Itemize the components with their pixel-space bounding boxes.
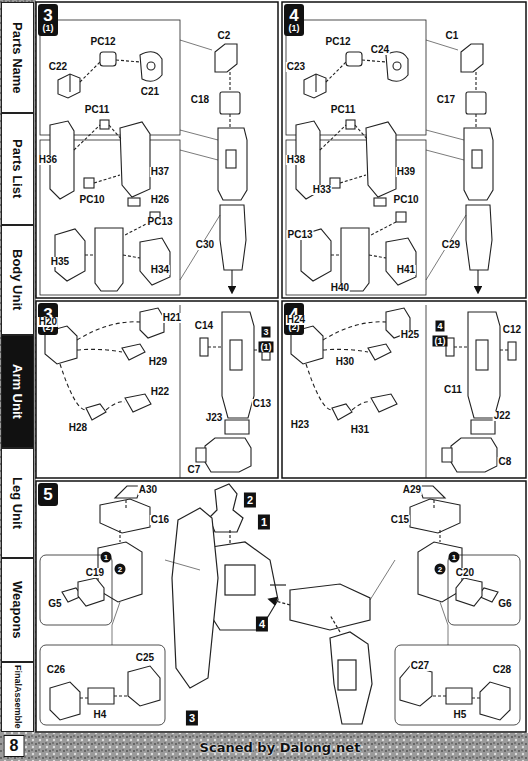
section-tab: FinalAssemble bbox=[1, 662, 34, 732]
step-number: 5 bbox=[43, 486, 52, 503]
callout-number: PC12 bbox=[89, 37, 116, 47]
tab-label: Arm Unit bbox=[10, 364, 25, 419]
callout-number: G6 bbox=[497, 599, 512, 609]
callout-number: PC10 bbox=[78, 195, 105, 205]
callout-number: C2 bbox=[217, 31, 232, 41]
callout-number: C17 bbox=[436, 95, 456, 105]
tab-label: Weapons bbox=[10, 581, 25, 639]
callout-number: H22 bbox=[150, 387, 170, 397]
section-tab: Parts Name bbox=[1, 2, 34, 113]
callout-number: PC11 bbox=[330, 105, 356, 115]
section-tab: Parts List bbox=[1, 113, 34, 225]
callout-number: C8 bbox=[498, 457, 513, 467]
subassembly-number: 2 bbox=[244, 493, 256, 508]
callout-number: C27 bbox=[410, 661, 430, 671]
callout-number: H40 bbox=[330, 283, 350, 293]
callout-number: H38 bbox=[286, 155, 306, 165]
step-number: 4 bbox=[289, 7, 298, 24]
callout-number: A30 bbox=[138, 485, 158, 495]
callout-number: C23 bbox=[286, 62, 306, 72]
step-sub: (1) bbox=[43, 24, 54, 33]
callout-number: C15 bbox=[390, 515, 410, 525]
callout-number: C12 bbox=[502, 325, 522, 335]
callout-number: H26 bbox=[150, 195, 170, 205]
step-badge: 4(1) bbox=[284, 4, 304, 36]
section-tab: Leg Unit bbox=[1, 448, 34, 558]
callout-number: G5 bbox=[47, 599, 62, 609]
callout-number: H37 bbox=[150, 167, 170, 177]
tab-label: Parts Name bbox=[10, 22, 25, 94]
tab-label: FinalAssemble bbox=[13, 665, 23, 729]
callout-number: PC11 bbox=[84, 105, 110, 115]
callout-number: C7 bbox=[187, 465, 202, 475]
section-tab: Body Unit bbox=[1, 225, 34, 335]
callout-number: H21 bbox=[162, 313, 182, 323]
callout-number: J23 bbox=[205, 413, 224, 423]
callout-number: C14 bbox=[194, 321, 214, 331]
callout-number: H4 bbox=[93, 710, 108, 720]
order-number: 2 bbox=[435, 564, 446, 575]
order-number: 2 bbox=[115, 564, 126, 575]
callout-number: H34 bbox=[150, 265, 170, 275]
callout-number: H36 bbox=[38, 155, 58, 165]
tab-label: Body Unit bbox=[10, 249, 25, 310]
callout-number: H33 bbox=[312, 185, 332, 195]
callout-number: H41 bbox=[396, 265, 416, 275]
callout-number: C13 bbox=[252, 399, 272, 409]
callout-number: H30 bbox=[335, 357, 355, 367]
watermark: Scaned by Dalong.net bbox=[200, 741, 361, 754]
order-number: 1 bbox=[449, 552, 460, 563]
section-tab: Weapons bbox=[1, 558, 34, 662]
callout-number: C26 bbox=[46, 665, 66, 675]
callout-number: H39 bbox=[396, 167, 416, 177]
step-reference: (1) bbox=[259, 342, 274, 353]
order-number: 1 bbox=[101, 552, 112, 563]
callout-number: C1 bbox=[445, 31, 460, 41]
step-number: 3 bbox=[43, 7, 52, 24]
callout-number: PC13 bbox=[286, 230, 313, 240]
subassembly-number: 4 bbox=[256, 617, 268, 632]
step-reference: (1) bbox=[433, 336, 448, 347]
subassembly-number: 3 bbox=[186, 711, 198, 726]
step-badge: 5 bbox=[38, 483, 58, 506]
callout-number: H20 bbox=[38, 317, 58, 327]
callout-number: C28 bbox=[492, 665, 512, 675]
callout-number: C30 bbox=[195, 240, 215, 250]
callout-number: PC13 bbox=[146, 217, 173, 227]
callout-number: C20 bbox=[455, 568, 475, 578]
callout-number: C18 bbox=[190, 95, 210, 105]
callout-number: PC12 bbox=[324, 37, 351, 47]
callout-number: C21 bbox=[140, 87, 160, 97]
callout-number: C19 bbox=[85, 568, 105, 578]
step-sub: (1) bbox=[289, 24, 300, 33]
tab-label: Leg Unit bbox=[10, 477, 25, 529]
callout-number: C22 bbox=[48, 62, 68, 72]
callout-number: C16 bbox=[150, 515, 170, 525]
callout-number: PC10 bbox=[392, 195, 419, 205]
callout-number: C29 bbox=[441, 240, 461, 250]
page-number: 8 bbox=[4, 735, 25, 757]
callout-number: H24 bbox=[286, 315, 306, 325]
callout-number: H23 bbox=[290, 420, 310, 430]
callout-number: C11 bbox=[443, 385, 463, 395]
callout-number: J22 bbox=[493, 411, 512, 421]
callout-number: H28 bbox=[68, 423, 88, 433]
callout-number: C24 bbox=[370, 45, 390, 55]
step-reference: 3 bbox=[261, 327, 270, 338]
step-badge: 3(1) bbox=[38, 4, 58, 36]
section-tab: Arm Unit bbox=[1, 335, 34, 448]
callout-number: A29 bbox=[402, 485, 422, 495]
tab-label: Parts List bbox=[10, 139, 25, 198]
step-reference: 4 bbox=[435, 321, 444, 332]
callout-number: H35 bbox=[50, 257, 70, 267]
subassembly-number: 1 bbox=[258, 515, 270, 530]
callout-number: H31 bbox=[350, 425, 370, 435]
callout-number: H25 bbox=[400, 330, 420, 340]
callout-number: C25 bbox=[135, 653, 155, 663]
callout-number: H5 bbox=[453, 710, 468, 720]
callout-number: H29 bbox=[148, 357, 168, 367]
